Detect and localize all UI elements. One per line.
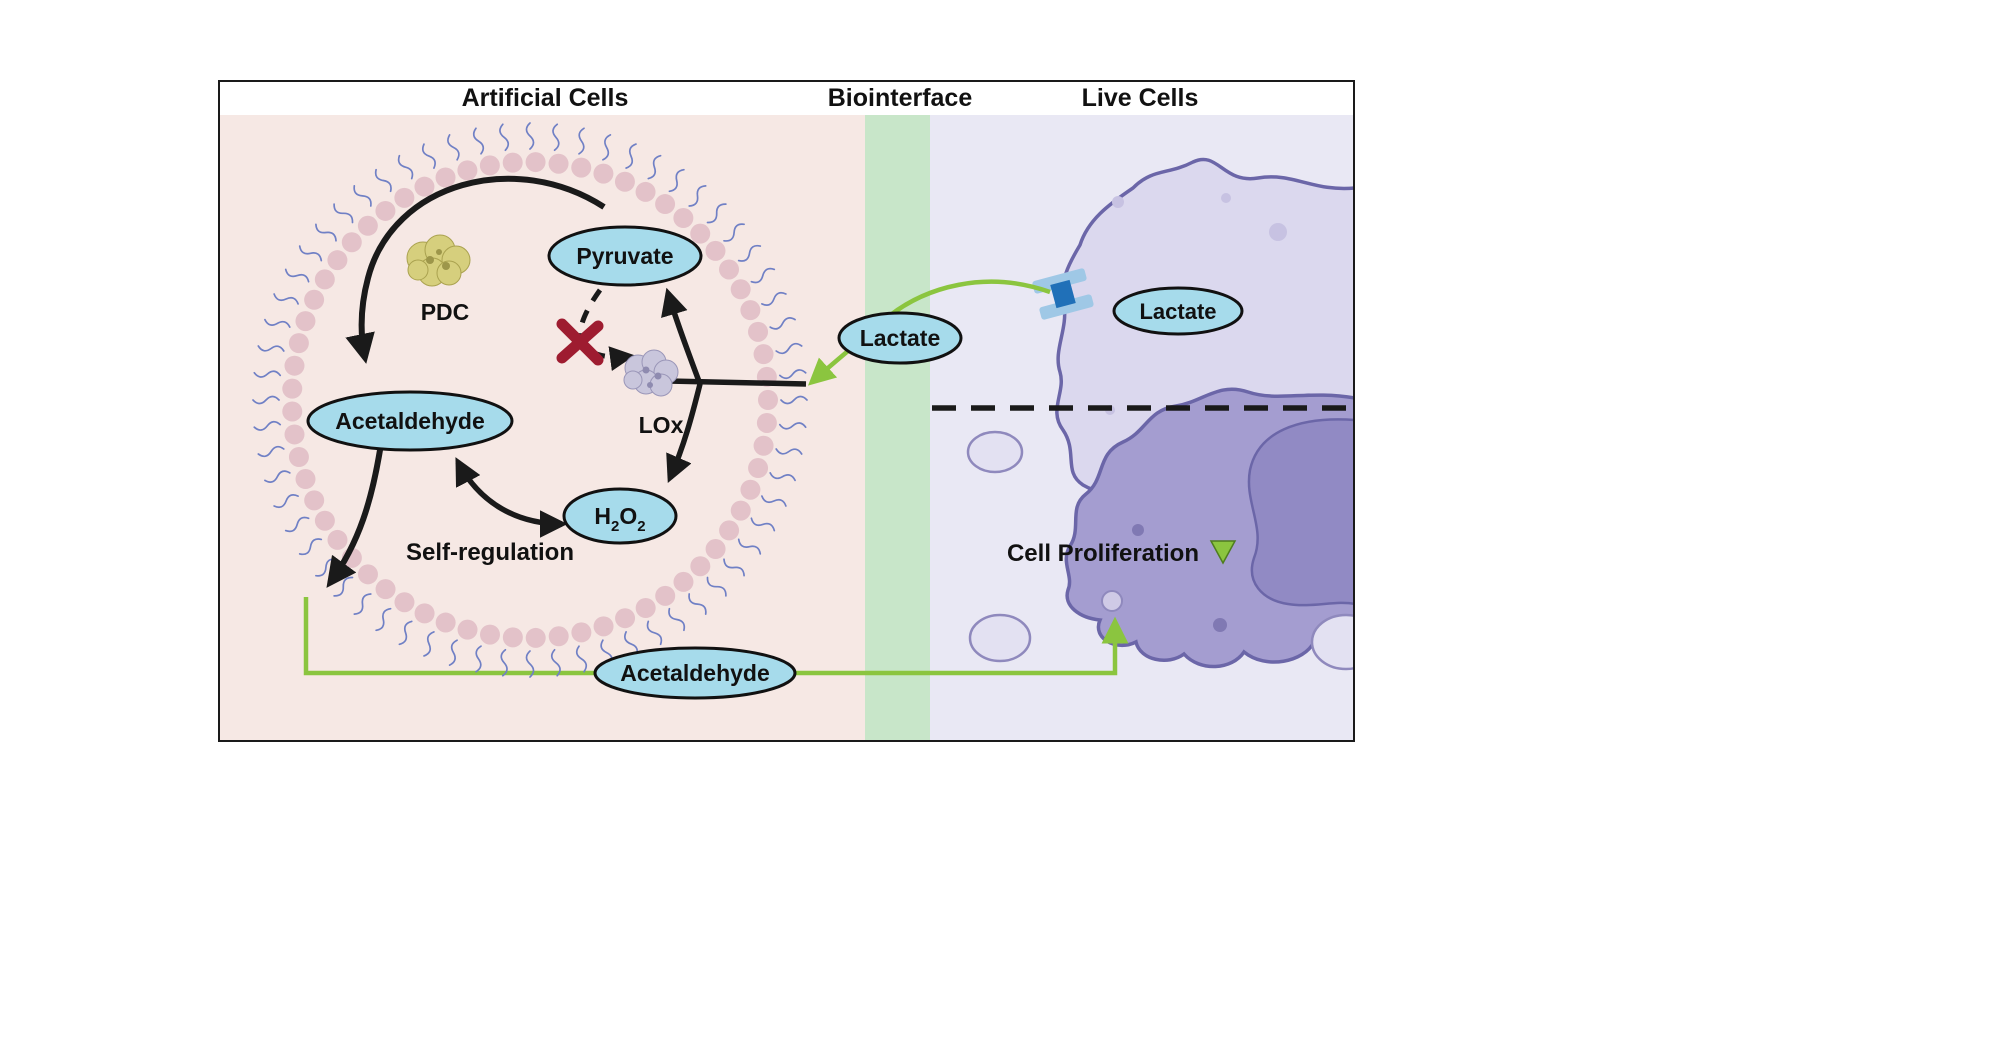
lox-to-pyruvate-arrow [661,287,703,385]
acetaldehyde-ellipse [306,390,514,452]
lactate-cell-label: Lactate [1139,299,1216,324]
header-band [218,80,1355,115]
lactate-interface-ellipse [837,311,963,365]
cell-proliferation-label: Cell Proliferation [1007,540,1199,567]
live-cell-nucleus [1247,418,1357,607]
live-cells-illustration [932,157,1382,671]
biointerface-region [865,115,930,742]
inhibition-x-icon [556,318,604,366]
header-biointerface: Biointerface [828,84,973,112]
lactate-interface-label: Lactate [860,325,941,351]
graphical-abstract-figure: Pyruvate Acetaldehyde H2O2 Lactate Lacta… [218,80,1382,742]
section-headers: Artificial Cells Biointerface Live Cells [462,84,1199,112]
acetaldehyde-transfer-ellipse [593,646,797,700]
lactate-cell-ellipse [1112,286,1244,336]
self-regulation-double-arrow [455,457,568,538]
extracellular-vesicle-2 [968,613,1032,663]
lox-junction-line [667,378,807,387]
small-vesicle [1101,590,1123,612]
self-regulation-label: Self-regulation [406,539,574,566]
pdc-label: PDC [421,299,470,325]
lox-to-h2o2-arrow [666,383,703,484]
h2o2-label: H2O2 [594,503,645,535]
extracellular-vesicle-1 [966,430,1024,474]
decrease-triangle-icon [1209,540,1237,565]
metabolite-labels: Pyruvate Acetaldehyde H2O2 Lactate Lacta… [306,225,1244,700]
reaction-arrows [326,175,807,588]
pdc-conversion-arrow [345,175,606,364]
pyruvate-ellipse [547,225,703,287]
lox-enzyme-blob [623,349,679,397]
acetaldehyde-exit-arrow [326,449,383,588]
acetaldehyde-transfer-label: Acetaldehyde [620,660,770,686]
lactate-transporter-icon [1032,268,1094,320]
lox-label: LOx [639,412,684,438]
artificial-cell-vesicle [252,122,808,678]
inhibition-dashed-arrow [577,288,635,372]
h2o2-ellipse [562,487,678,545]
figure-border [218,80,1355,742]
pyruvate-label: Pyruvate [576,243,673,269]
acetaldehyde-label: Acetaldehyde [335,408,485,434]
header-artificial-cells: Artificial Cells [462,84,629,112]
vesicle-membrane-beads [282,152,778,648]
pdc-enzyme-blob [406,234,471,287]
header-live-cells: Live Cells [1082,84,1199,112]
